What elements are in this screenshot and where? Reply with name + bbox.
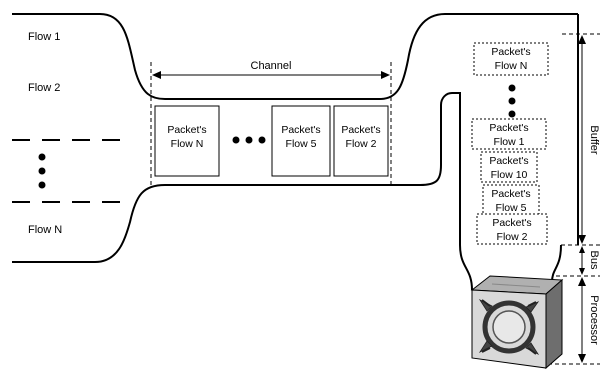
buffer-packet-box bbox=[471, 118, 547, 150]
buffer-packet-line2: Flow 10 bbox=[491, 169, 528, 181]
channel-packet-line2: Flow 5 bbox=[286, 138, 317, 150]
bus-arrow-bottom-head bbox=[579, 268, 585, 275]
channel-arrow-right-head bbox=[381, 71, 390, 79]
ellipsis-dot bbox=[232, 136, 240, 144]
bus-arrow-top-head bbox=[579, 246, 585, 253]
buffer-packet-line2: Flow N bbox=[495, 60, 528, 72]
buffer-arrow-bottom-head bbox=[578, 235, 586, 244]
channel-packet-box bbox=[333, 105, 389, 177]
ellipsis-dot bbox=[38, 167, 46, 175]
buffer-packet-line1: Packet's bbox=[489, 155, 528, 167]
processor-arrow-bottom-head bbox=[578, 354, 586, 363]
channel-packet-line1: Packet's bbox=[281, 124, 320, 136]
buffer-packet-box bbox=[480, 151, 538, 183]
flow-2-label: Flow 2 bbox=[28, 82, 60, 94]
ellipsis-dot bbox=[38, 181, 46, 189]
channel-packet-line1: Packet's bbox=[167, 124, 206, 136]
processor-arrow-top-head bbox=[578, 277, 586, 286]
buffer-packet-box bbox=[473, 42, 549, 76]
ellipsis-dot bbox=[245, 136, 253, 144]
ellipsis-dot bbox=[258, 136, 266, 144]
flow-1-label: Flow 1 bbox=[28, 31, 60, 43]
buffer-packet-line2: Flow 1 bbox=[494, 136, 525, 148]
buffer-packet-line2: Flow 5 bbox=[496, 202, 527, 214]
buffer-packet-line2: Flow 2 bbox=[497, 231, 528, 243]
ellipsis-dot bbox=[508, 97, 516, 105]
channel-top-outline bbox=[12, 13, 578, 100]
channel-packet-box bbox=[154, 105, 220, 177]
ellipsis-dot bbox=[38, 153, 46, 161]
channel-packet-line2: Flow N bbox=[171, 138, 204, 150]
buffer-packet-line1: Packet's bbox=[492, 217, 531, 229]
buffer-packet-box bbox=[476, 213, 548, 245]
buffer-packet-line1: Packet's bbox=[489, 122, 528, 134]
bus-pipe bbox=[459, 244, 562, 291]
ellipsis-dot bbox=[508, 110, 516, 118]
flow-n-label: Flow N bbox=[28, 224, 62, 236]
buffer-label: Buffer bbox=[588, 125, 600, 154]
buffer-packet-line1: Packet's bbox=[491, 46, 530, 58]
processor-label: Processor bbox=[588, 295, 600, 345]
processor-icon bbox=[470, 275, 564, 370]
channel-packet-box bbox=[271, 105, 331, 177]
channel-label: Channel bbox=[251, 60, 292, 72]
channel-packet-line2: Flow 2 bbox=[346, 138, 377, 150]
channel-packet-line1: Packet's bbox=[341, 124, 380, 136]
channel-bottom-outline bbox=[12, 92, 461, 263]
channel-arrow-left-head bbox=[152, 71, 161, 79]
buffer-arrow-top-head bbox=[578, 35, 586, 44]
ellipsis-dot bbox=[508, 84, 516, 92]
buffer-packet-box bbox=[482, 184, 540, 216]
buffer-packet-line1: Packet's bbox=[491, 188, 530, 200]
bus-label: Bus bbox=[588, 251, 600, 270]
